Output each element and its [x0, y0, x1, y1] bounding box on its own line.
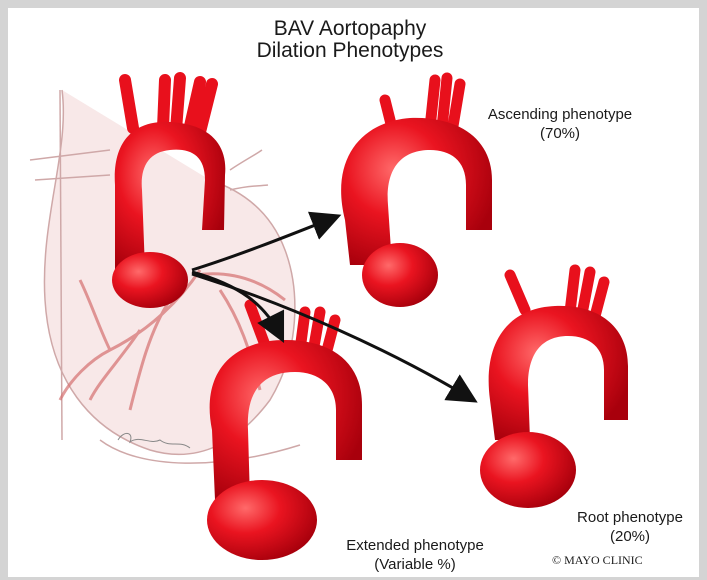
root-phenotype-label: Root phenotype (20%) [560, 508, 700, 546]
diagram-title: BAV Aortopaphy Dilation Phenotypes [200, 18, 500, 62]
extended-phenotype-label: Extended phenotype (Variable %) [325, 536, 505, 574]
title-line-1: BAV Aortopaphy [200, 18, 500, 40]
ascending-phenotype-share: (70%) [465, 124, 655, 143]
ascending-phenotype-label: Ascending phenotype (70%) [465, 105, 655, 143]
extended-phenotype-share: (Variable %) [325, 555, 505, 574]
root-phenotype-name: Root phenotype [560, 508, 700, 527]
ascending-phenotype-name: Ascending phenotype [465, 105, 655, 124]
root-phenotype-aorta [480, 270, 628, 508]
root-phenotype-share: (20%) [560, 527, 700, 546]
title-line-2: Dilation Phenotypes [200, 40, 500, 62]
extended-phenotype-name: Extended phenotype [325, 536, 505, 555]
copyright-notice: © MAYO CLINIC [552, 553, 643, 568]
